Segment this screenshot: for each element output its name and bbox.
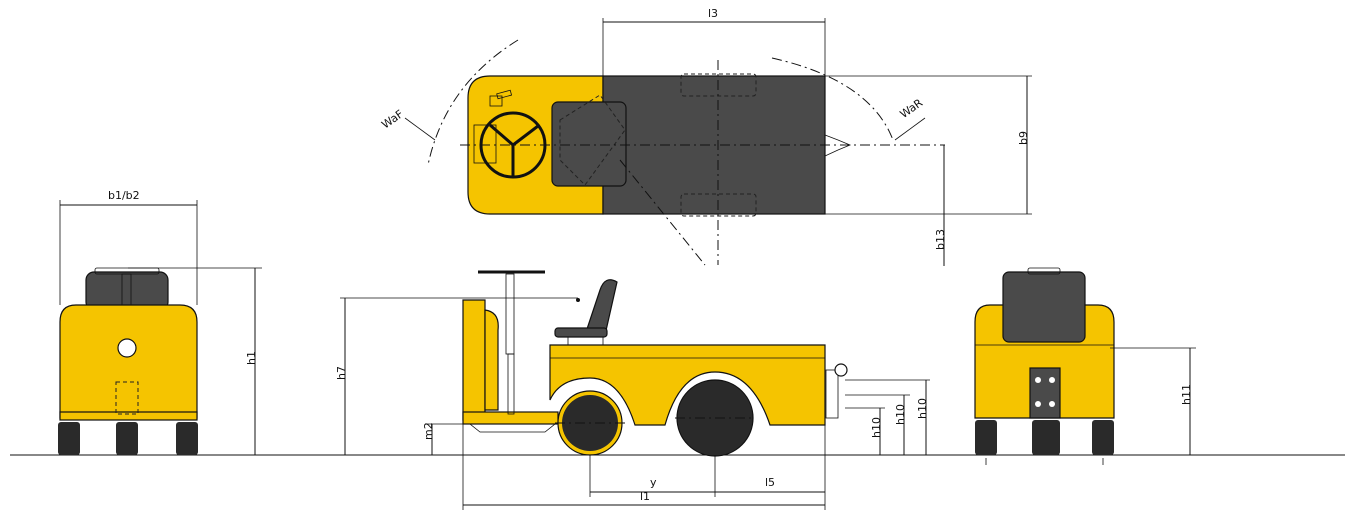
side-view: h7 m2 y l5 l1 h10 h10 h10 [335, 270, 930, 510]
side-view-seat-ref-point [576, 298, 580, 302]
side-view-hitch [825, 369, 839, 419]
l1-label: l1 [640, 490, 650, 503]
front-view-body [59, 304, 198, 419]
rear-view-bolt-4 [1049, 401, 1055, 407]
top-view-tow-hitch [824, 134, 852, 157]
l5-label: l5 [765, 476, 775, 489]
waf-leader [404, 117, 436, 141]
rear-view-wheel-left [975, 420, 997, 455]
front-view-wheel-right [176, 422, 198, 455]
rear-view-hitch-plate [1029, 367, 1061, 419]
b9-label: b9 [1017, 131, 1030, 145]
top-view-seat [551, 101, 627, 187]
rear-view: h11 [974, 267, 1196, 465]
top-view-small-lever [496, 89, 513, 100]
war-leader [894, 117, 926, 141]
rear-view-bolt-2 [1049, 377, 1055, 383]
front-view-seat [85, 271, 169, 311]
h10-label-a: h10 [870, 417, 883, 438]
side-view-steering-column [505, 273, 515, 355]
b13-label: b13 [934, 229, 947, 250]
rear-view-seat-top [1027, 267, 1061, 275]
front-view-bumper [59, 411, 198, 421]
rear-view-bolt-3 [1035, 401, 1041, 407]
h7-label: h7 [335, 366, 348, 380]
b1b2-label: b1/b2 [108, 189, 140, 202]
side-view-seat-base [567, 336, 604, 346]
rear-view-seat [1002, 271, 1086, 343]
front-view-wheel-center [116, 422, 138, 455]
front-view: b1/b2 h1 [58, 189, 262, 455]
side-view-front-column [462, 299, 486, 421]
front-view-headlight [117, 338, 137, 358]
rear-view-bolt-1 [1035, 377, 1041, 383]
turning-arc-front [427, 39, 519, 166]
steering-spoke-1 [489, 123, 514, 147]
m2-label: m2 [422, 422, 435, 440]
h1-label: h1 [245, 351, 258, 365]
top-view: WaF WaR l3 b9 b13 [379, 7, 1032, 266]
rear-view-wheel-right [1092, 420, 1114, 455]
side-view-cargo-body [549, 344, 826, 426]
side-view-under-floor [468, 423, 557, 433]
front-view-hitch-outline [115, 381, 139, 415]
h10-label-b: h10 [894, 404, 907, 425]
rear-view-wheel-center [1032, 420, 1060, 455]
war-label: WaR [898, 96, 926, 121]
waf-label: WaF [379, 107, 406, 131]
side-view-seat-back [584, 279, 618, 336]
y-label: y [650, 476, 657, 489]
side-view-hitch-top [834, 363, 848, 377]
turning-arc-rear [771, 57, 894, 141]
side-view-dash [484, 309, 499, 411]
top-view-small-control [489, 95, 503, 107]
h10-label-c: h10 [916, 398, 929, 419]
l3-label: l3 [708, 7, 718, 20]
steering-spoke-2 [512, 124, 539, 147]
turning-radius-line [619, 159, 706, 266]
front-view-wheel-left [58, 422, 80, 455]
side-view-steering-post [507, 353, 515, 415]
side-view-seat-cushion [554, 327, 608, 338]
h11-label: h11 [1180, 384, 1193, 405]
